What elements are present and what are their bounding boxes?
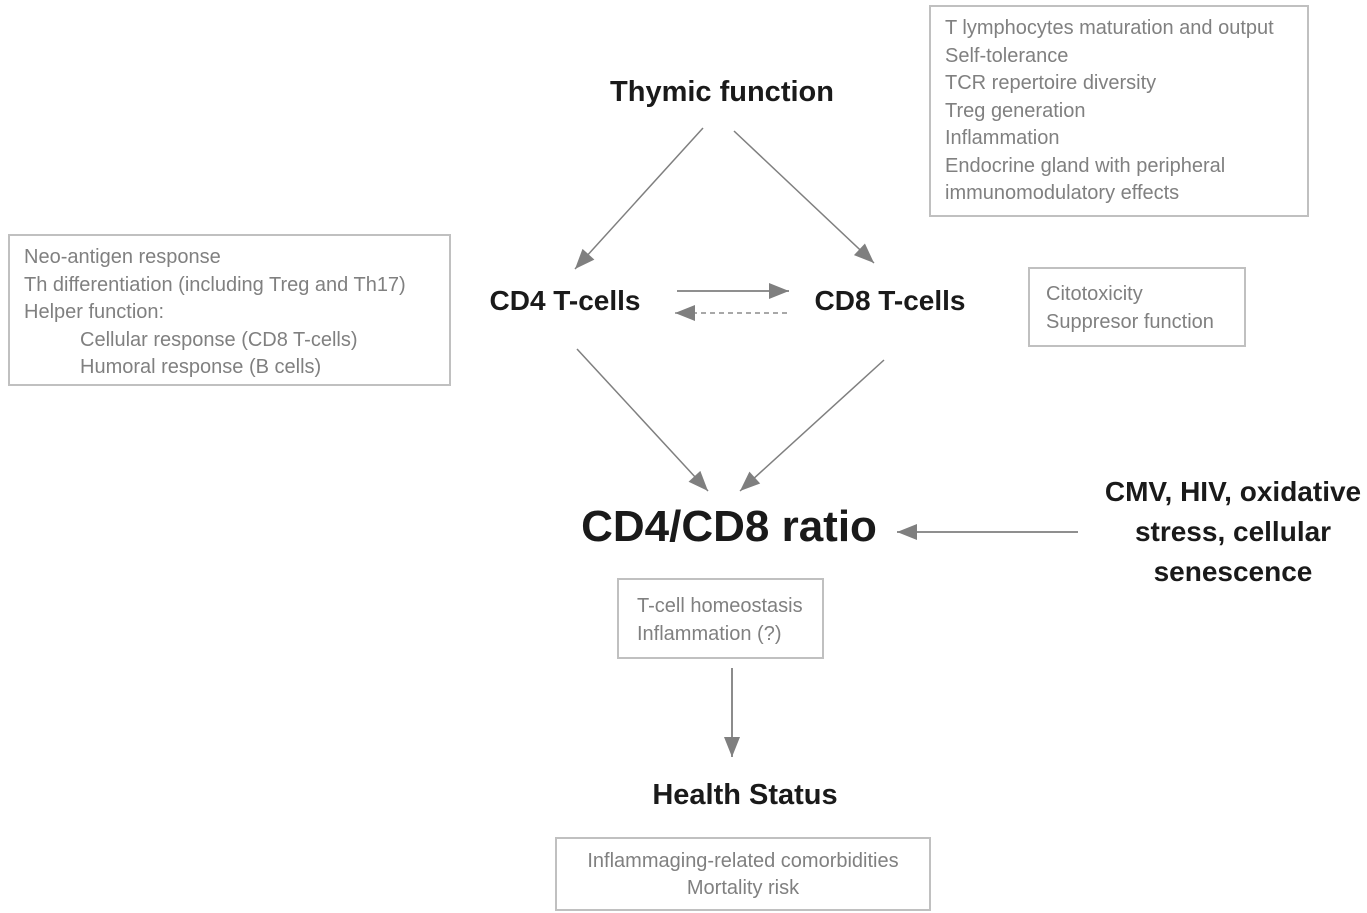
- node-cd4-cd8-ratio: CD4/CD8 ratio: [581, 502, 877, 551]
- node-cd4-tcells: CD4 T-cells: [489, 285, 641, 316]
- arrow-cd4-to-ratio: [576, 348, 709, 492]
- list-item-indented: Cellular response (CD8 T-cells): [80, 328, 358, 351]
- list-item: Self-tolerance: [945, 44, 1069, 67]
- box-cd8-functions: Citotoxicity Suppresor function: [1028, 267, 1246, 347]
- arrow-thymic-to-cd8: [733, 130, 875, 264]
- list-item: Th differentiation (including Treg and T…: [24, 273, 406, 296]
- arrow-thymic-to-cd4: [574, 127, 704, 270]
- cmv-line-2: stress, cellular: [1134, 516, 1332, 547]
- list-item: Inflammation: [945, 127, 1060, 149]
- list-item: Citotoxicity: [1046, 283, 1143, 305]
- box-thymic-outputs: T lymphocytes maturation and output Self…: [929, 5, 1309, 217]
- box-health-outcomes: Inflammaging-related comorbidities Morta…: [555, 837, 931, 911]
- list-item: Helper function:: [24, 301, 165, 323]
- node-cd8-tcells: CD8 T-cells: [814, 285, 966, 316]
- cmv-line-3: senescence: [1153, 556, 1313, 587]
- cmv-line-1: CMV, HIV, oxidative: [1104, 476, 1362, 507]
- list-item: Neo-antigen response: [24, 246, 221, 268]
- list-item: Mortality risk: [686, 877, 800, 899]
- list-item-indented: Humoral response (B cells): [80, 356, 322, 378]
- list-item: Inflammation (?): [637, 623, 782, 645]
- box-ratio-roles: T-cell homeostasis Inflammation (?): [617, 578, 824, 659]
- node-cmv-factors: CMV, HIV, oxidative stress, cellular sen…: [1095, 472, 1367, 592]
- list-item: T-cell homeostasis: [637, 595, 803, 617]
- list-item: Suppresor function: [1046, 311, 1214, 333]
- list-item: TCR repertoire diversity: [945, 72, 1157, 94]
- list-item: Endocrine gland with peripheral immunomo…: [945, 154, 1226, 205]
- node-thymic-function: Thymic function: [610, 76, 834, 108]
- list-item: Inflammaging-related comorbidities: [587, 850, 899, 872]
- box-cd4-functions: Neo-antigen response Th differentiation …: [8, 234, 451, 386]
- arrow-cd8-to-ratio: [739, 359, 885, 492]
- list-item: T lymphocytes maturation and output: [945, 17, 1274, 39]
- list-item: Treg generation: [945, 99, 1086, 122]
- node-health-status: Health Status: [652, 779, 838, 811]
